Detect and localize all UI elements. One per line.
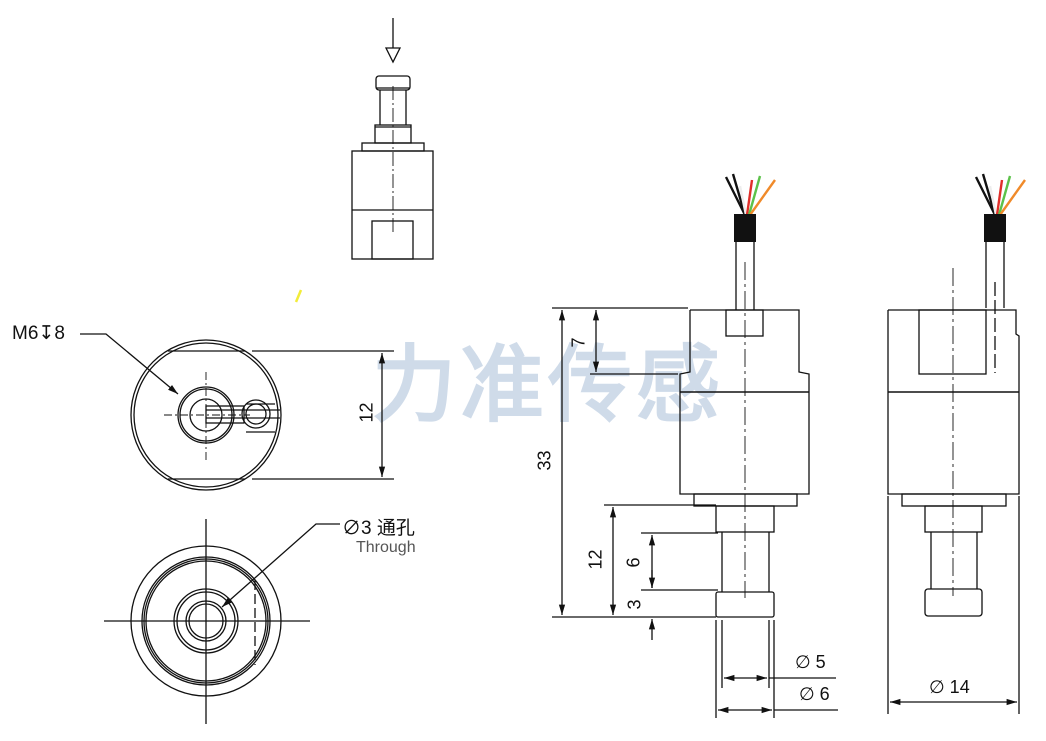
dim-top-recess: 7: [568, 337, 589, 348]
thread-callout: M6↧8: [12, 323, 65, 344]
front-elevation-view: [552, 242, 838, 718]
dim-neck-length: 6: [623, 557, 644, 568]
dim-top-view-width: 12: [356, 402, 377, 423]
hole-callout: ∅3 通孔: [342, 518, 415, 539]
dim-stem-length: 12: [585, 549, 606, 570]
cable-wires-front: [724, 173, 776, 242]
side-elevation-view: [887, 242, 1020, 714]
cable-wires-side: [974, 173, 1026, 242]
dim-tip-length: 3: [624, 599, 645, 610]
dim-diameter-body: ∅ 14: [929, 677, 970, 697]
top-elevation-view: [351, 18, 434, 260]
dim-diameter-outer: ∅ 6: [799, 684, 830, 704]
plan-view-bottom: [104, 519, 340, 724]
plan-view-top: [80, 333, 394, 491]
hole-callout-english: Through: [356, 539, 416, 556]
dim-diameter-inner: ∅ 5: [795, 652, 826, 672]
dim-total-height: 33: [534, 450, 555, 471]
